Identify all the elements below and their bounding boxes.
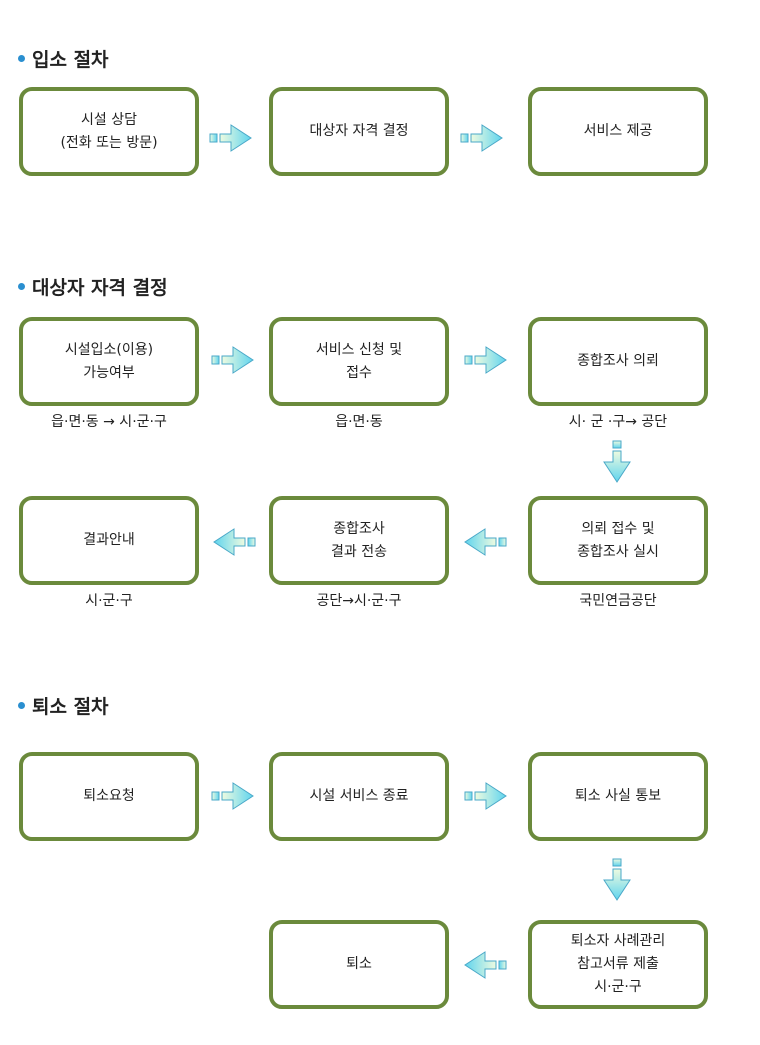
section-title-admission: 입소 절차 — [18, 45, 109, 72]
flow-arrow-icon — [464, 781, 508, 811]
eligibility-step-survey-conduct: 의뢰 접수 및 종합조사 실시 — [528, 496, 708, 585]
eligibility-step-result-notice: 결과안내 — [19, 496, 199, 585]
step-label-line2: 접수 — [346, 364, 372, 381]
flow-arrow-icon — [460, 123, 504, 153]
step-label-line1: 결과안내 — [83, 532, 135, 548]
step-note: 읍·면·동 → 시·군·구 — [51, 414, 167, 430]
eligibility-step-admission-check: 시설입소(이용) 가능여부 — [19, 317, 199, 406]
discharge-step-discharge: 퇴소 — [269, 920, 449, 1009]
flow-arrow-icon — [464, 345, 508, 375]
section-title-text: 대상자 자격 결정 — [32, 277, 168, 299]
section-title-eligibility: 대상자 자격 결정 — [18, 273, 168, 300]
step-note: 국민연금공단 — [579, 593, 657, 609]
flow-arrow-icon — [211, 781, 255, 811]
step-label-line1: 시설 상담 — [81, 111, 137, 128]
step-label-line1: 서비스 신청 및 — [315, 341, 403, 358]
step-label-line3: 시·군·구 — [594, 979, 642, 995]
step-label-line1: 서비스 제공 — [583, 123, 653, 139]
step-label-line1: 시설입소(이용) — [64, 341, 154, 358]
step-note: 시· 군 ·구→ 공단 — [568, 414, 668, 430]
bullet-icon — [18, 55, 25, 62]
section-title-text: 입소 절차 — [32, 49, 109, 71]
step-note: 시·군·구 — [85, 593, 133, 609]
step-label-line1: 의뢰 접수 및 — [581, 520, 655, 537]
flow-arrow-down-icon — [603, 858, 631, 902]
section-title-text: 퇴소 절차 — [32, 696, 109, 718]
step-label-line1: 퇴소자 사례관리 — [570, 933, 666, 949]
flow-arrow-icon — [209, 123, 253, 153]
eligibility-step-survey-request: 종합조사 의뢰 — [528, 317, 708, 406]
admission-step-eligibility: 대상자 자격 결정 — [269, 87, 449, 176]
step-label-line2: 참고서류 제출 — [577, 956, 659, 972]
discharge-step-notification: 퇴소 사실 통보 — [528, 752, 708, 841]
discharge-step-service-end: 시설 서비스 종료 — [269, 752, 449, 841]
flow-arrow-left-icon — [212, 527, 256, 557]
discharge-step-case-management: 퇴소자 사례관리 참고서류 제출 시·군·구 — [528, 920, 708, 1009]
flow-arrow-icon — [211, 345, 255, 375]
bullet-icon — [18, 702, 25, 709]
flow-arrow-left-icon — [463, 950, 507, 980]
eligibility-step-result-transfer: 종합조사 결과 전송 — [269, 496, 449, 585]
discharge-step-request: 퇴소요청 — [19, 752, 199, 841]
step-label-line1: 대상자 자격 결정 — [309, 123, 409, 139]
eligibility-step-application: 서비스 신청 및 접수 — [269, 317, 449, 406]
step-label-line2: 결과 전송 — [331, 543, 387, 560]
section-title-discharge: 퇴소 절차 — [18, 692, 109, 719]
step-label-line1: 퇴소 — [346, 956, 372, 972]
bullet-icon — [18, 283, 25, 290]
step-label-line2: 종합조사 실시 — [577, 543, 659, 560]
admission-step-consultation: 시설 상담 (전화 또는 방문) — [19, 87, 199, 176]
step-label-line1: 퇴소요청 — [83, 788, 135, 804]
flow-arrow-left-icon — [463, 527, 507, 557]
step-label-line1: 종합조사 의뢰 — [577, 353, 659, 369]
step-label-line1: 종합조사 — [333, 520, 385, 537]
admission-step-service: 서비스 제공 — [528, 87, 708, 176]
step-label-line1: 퇴소 사실 통보 — [574, 788, 662, 804]
step-label-line1: 시설 서비스 종료 — [309, 788, 409, 804]
step-label-line2: (전화 또는 방문) — [60, 134, 158, 151]
step-note: 공단→시·군·구 — [316, 593, 402, 609]
step-label-line2: 가능여부 — [83, 364, 135, 381]
step-note: 읍·면·동 — [335, 414, 383, 430]
flow-arrow-down-icon — [603, 440, 631, 484]
